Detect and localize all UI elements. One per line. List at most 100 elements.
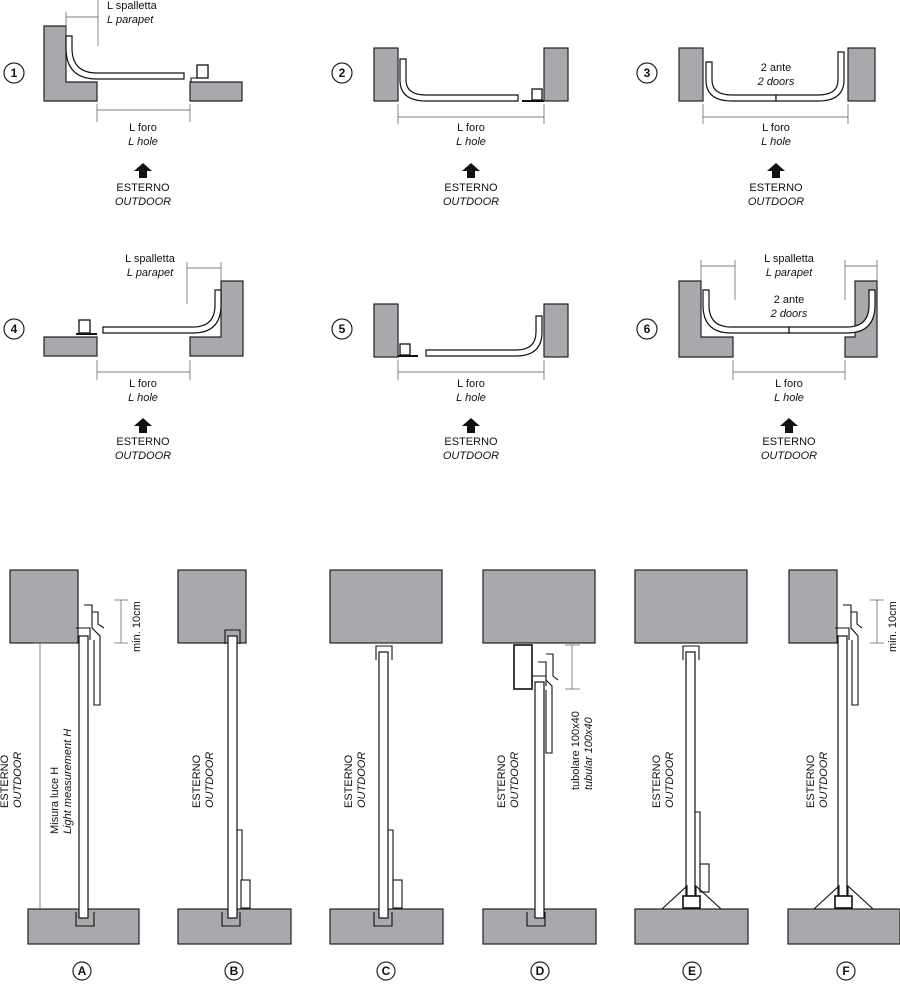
section-letter: F (842, 964, 849, 978)
door-leaf (78, 635, 89, 919)
wall-right (189, 280, 244, 357)
misura-label: Misura luce H (49, 767, 61, 834)
outdoor-arrow-icon (462, 163, 480, 178)
door-leaf (102, 289, 222, 334)
plan-number: 6 (644, 322, 651, 336)
section-letter-badge (836, 961, 856, 981)
foro-label: L foro (129, 378, 157, 390)
section-b: ESTERNO OUTDOOR B (177, 569, 292, 981)
plan-6: 6 L spalletta L parapet 2 ante 2 doors L… (636, 253, 878, 462)
section-letter: A (78, 964, 87, 978)
esterno-label: ESTERNO (343, 754, 355, 808)
esterno-label: ESTERNO (0, 754, 11, 808)
stop-profile (399, 343, 411, 356)
section-a: min. 10cm Misura luce H Light measuremen… (0, 569, 143, 981)
door-leaf (685, 651, 696, 897)
doors-label: 2 doors (770, 308, 808, 320)
wall-right (543, 47, 569, 102)
tubular-beam (513, 644, 533, 690)
section-d: tubolare 100x40 tubular 100x40 ESTERNO O… (482, 569, 597, 981)
lintel (329, 569, 443, 644)
outdoor-arrow-icon (767, 163, 785, 178)
plan-number: 5 (339, 322, 346, 336)
outdoor-label: OUTDOOR (204, 752, 216, 808)
esterno-label: ESTERNO (116, 436, 170, 448)
door-leaf (227, 635, 238, 919)
plan-number-badge (331, 62, 353, 84)
lintel (788, 569, 838, 644)
outdoor-arrow-icon (134, 418, 152, 433)
outdoor-arrow-icon (134, 163, 152, 178)
lintel (9, 569, 79, 644)
esterno-label: ESTERNO (805, 754, 817, 808)
plan-5: 5 L foro L hole ESTERNO OUTDOOR (331, 303, 569, 462)
plan-1: 1 L spalletta L parapet L foro L hole ES… (3, 0, 243, 208)
wall-left (373, 303, 399, 358)
plan-number-badge (636, 318, 658, 340)
ante-label: 2 ante (774, 294, 805, 306)
ante-label: 2 ante (761, 62, 792, 74)
hole-label: L hole (456, 136, 486, 148)
esterno-label: ESTERNO (762, 436, 816, 448)
hole-label: L hole (456, 392, 486, 404)
outdoor-label: OUTDOOR (748, 196, 804, 208)
foro-label: L foro (775, 378, 803, 390)
door-leaf (65, 35, 185, 80)
lintel (482, 569, 596, 644)
section-f: min. 10cm ESTERNO OUTDOOR F (787, 569, 900, 981)
door-leaf-right (775, 51, 845, 102)
door-leaf (425, 315, 543, 357)
outdoor-label: OUTDOOR (443, 450, 499, 462)
outdoor-label: OUTDOOR (115, 196, 171, 208)
section-letter-badge (72, 961, 92, 981)
door-leaf (399, 58, 519, 102)
plan-number: 2 (339, 66, 346, 80)
door-leaf (837, 635, 848, 897)
plan-number: 4 (11, 322, 18, 336)
spalletta-label: L spalletta (125, 253, 176, 265)
light-measurement-label: Light measurement H (62, 729, 74, 834)
floor (634, 908, 749, 945)
tubular-label: tubular 100x40 (583, 716, 595, 790)
foro-label: L foro (762, 122, 790, 134)
esterno-label: ESTERNO (749, 182, 803, 194)
plan-number: 3 (644, 66, 651, 80)
esterno-label: ESTERNO (444, 182, 498, 194)
section-letter-badge (682, 961, 702, 981)
floor (787, 908, 900, 945)
plan-number-badge (3, 62, 25, 84)
esterno-label: ESTERNO (444, 436, 498, 448)
esterno-label: ESTERNO (496, 754, 508, 808)
spalletta-label: L spalletta (764, 253, 815, 265)
hole-label: L hole (128, 392, 158, 404)
plan-number-badge (636, 62, 658, 84)
hole-label: L hole (128, 136, 158, 148)
plan-2: 2 L foro L hole ESTERNO OUTDOOR (331, 47, 569, 208)
outdoor-arrow-icon (780, 418, 798, 433)
door-leaf-right (788, 289, 876, 334)
plan-number-badge (331, 318, 353, 340)
parapet-label: L parapet (107, 14, 154, 26)
outdoor-label: OUTDOOR (761, 450, 817, 462)
outdoor-label: OUTDOOR (356, 752, 368, 808)
wall-left (373, 47, 399, 102)
plan-4: 4 L spalletta L parapet L foro L hole ES… (3, 253, 244, 462)
lintel (634, 569, 748, 644)
outdoor-arrow-icon (462, 418, 480, 433)
tubolare-label: tubolare 100x40 (570, 711, 582, 790)
stop-profile (78, 319, 91, 334)
section-letter: D (536, 964, 545, 978)
outdoor-label: OUTDOOR (509, 752, 521, 808)
esterno-label: ESTERNO (651, 754, 663, 808)
outdoor-label: OUTDOOR (443, 196, 499, 208)
wall-right (189, 81, 243, 102)
wall-right (543, 303, 569, 358)
hole-label: L hole (774, 392, 804, 404)
doors-label: 2 doors (757, 76, 795, 88)
section-c: ESTERNO OUTDOOR C (329, 569, 444, 981)
min-label: min. 10cm (131, 601, 143, 652)
outdoor-label: OUTDOOR (12, 752, 24, 808)
plan-3: 3 2 ante 2 doors L foro L hole ESTERNO O… (636, 47, 876, 208)
hole-label: L hole (761, 136, 791, 148)
